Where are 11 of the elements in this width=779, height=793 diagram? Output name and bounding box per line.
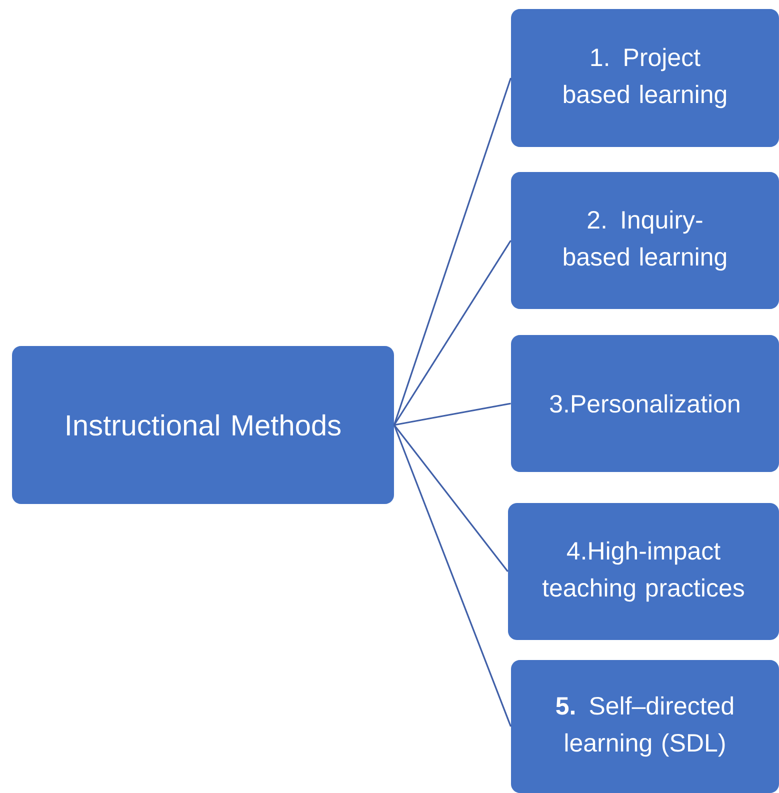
method-box: 3.Personalization: [511, 335, 779, 472]
connector-line: [394, 240, 512, 426]
method-box: 5. Self–directed learning (SDL): [511, 660, 779, 793]
connector-line: [393, 78, 512, 426]
method-box: 1. Project based learning: [511, 9, 779, 147]
root-box: Instructional Methods: [12, 346, 394, 504]
connector-line: [394, 402, 511, 426]
method-box: 2. Inquiry-based learning: [511, 172, 779, 309]
method-box: 4.High-impact teaching practices: [508, 503, 779, 640]
connector-line: [393, 424, 512, 727]
connector-line: [394, 424, 508, 572]
